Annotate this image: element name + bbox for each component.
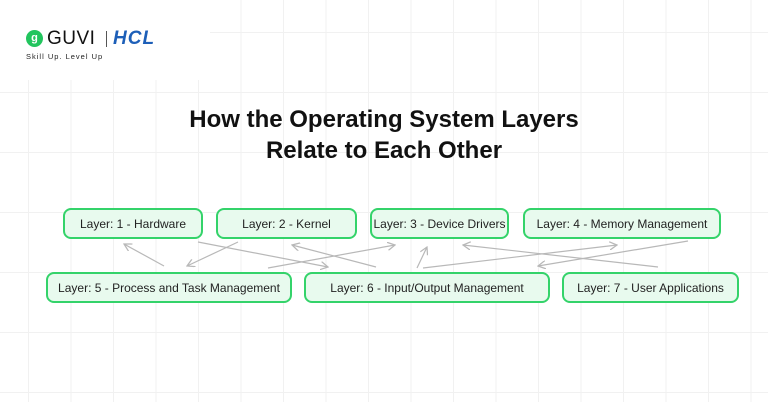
brand-tagline: Skill Up. Level Up [26,52,104,61]
title-line-2: Relate to Each Other [265,137,503,164]
guvi-logo-text: GUVI [47,28,96,49]
arrow-l6-to-l2 [292,245,377,268]
layer-1-hardware: Layer: 1 - Hardware [63,208,203,239]
arrow-l2-to-l5 [187,241,239,266]
layer-4-memory-management: Layer: 4 - Memory Management [523,208,721,239]
layer-7-user-applications: Layer: 7 - User Applications [562,272,739,303]
layer-5-process-task-management: Layer: 5 - Process and Task Management [46,272,292,303]
arrow-l7-to-l3 [463,245,659,268]
arrow-l6-to-l4 [422,245,617,269]
arrow-l4-to-l6 [538,240,689,266]
brand-logo: g GUVI HCL Skill Up. Level Up [0,0,210,80]
arrow-l6-to-l3 [416,247,427,269]
layer-3-device-drivers: Layer: 3 - Device Drivers [370,208,509,239]
hcl-logo-text: HCL [113,28,156,49]
arrow-l5-to-l1 [124,244,165,267]
layer-6-io-management: Layer: 6 - Input/Output Management [304,272,550,303]
layer-2-kernel: Layer: 2 - Kernel [216,208,357,239]
logo-divider [106,31,107,47]
arrow-l5-to-l3 [267,245,395,269]
arrow-l1-to-l6 [197,241,328,267]
page-title: How the Operating System Layers Relate t… [0,104,768,166]
title-line-1: How the Operating System Layers [189,106,579,133]
guvi-logo-icon: g [26,30,43,47]
